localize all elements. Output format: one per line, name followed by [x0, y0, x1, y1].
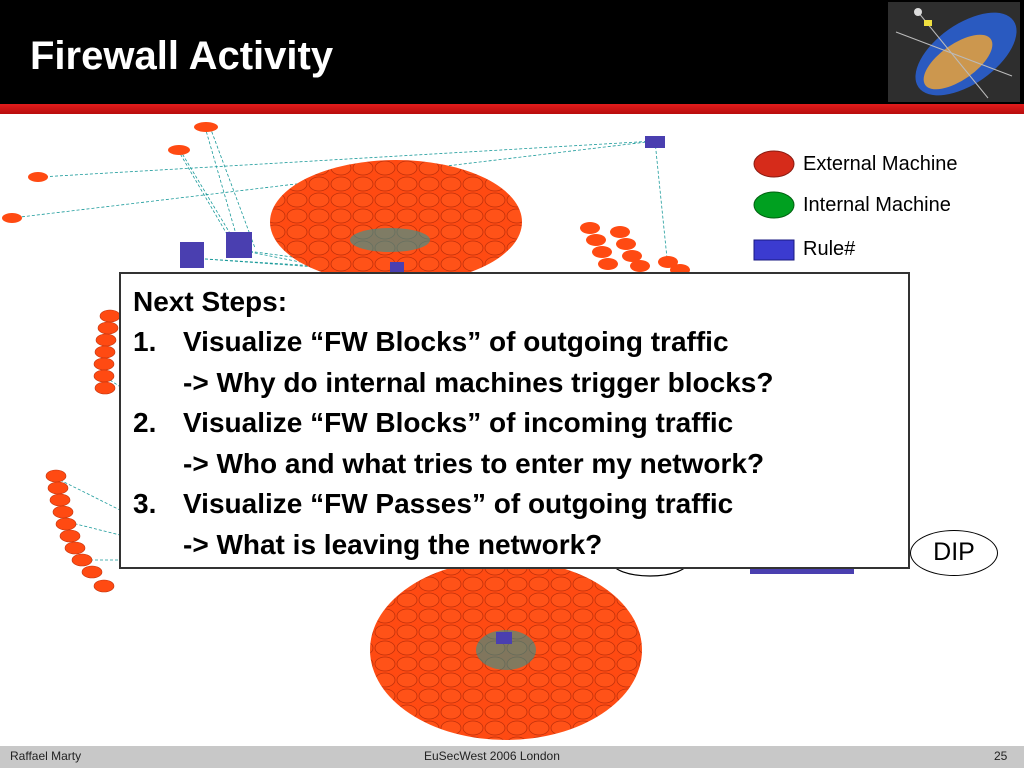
step-text: Visualize “FW Passes” of outgoing traffi… [183, 488, 734, 519]
legend-external-machine: External Machine [753, 150, 958, 178]
legend-rule: Rule# [753, 238, 855, 261]
external-nodes-left-arc [45, 309, 121, 593]
legend-label: Rule# [803, 238, 856, 260]
green-ellipse-icon [753, 191, 795, 219]
rule-nodes [180, 136, 854, 574]
page-number: 25 [994, 749, 1008, 763]
step-number: 2. [133, 407, 157, 438]
blue-rectangle-icon [753, 239, 795, 260]
legend-label: External Machine [803, 152, 958, 175]
satellite-logo [888, 2, 1020, 102]
legend-label: Internal Machine [803, 193, 951, 216]
slide-title: Firewall Activity [30, 34, 334, 78]
step-number: 1. [133, 326, 157, 357]
dip-node: DIP [910, 530, 998, 576]
header-bar [0, 0, 1024, 104]
external-nodes-scattered [2, 122, 690, 276]
next-steps-heading: Next Steps: [133, 286, 288, 317]
title-underline [0, 104, 1024, 114]
step-text: Visualize “FW Blocks” of incoming traffi… [183, 407, 734, 438]
next-steps-box: Next Steps: 1. Visualize “FW Blocks” of … [119, 272, 910, 569]
legend-internal-machine: Internal Machine [753, 191, 951, 219]
step-detail: -> Why do internal machines trigger bloc… [183, 367, 774, 398]
step-detail: -> What is leaving the network? [183, 529, 603, 560]
firewall-graph [2, 122, 854, 740]
step-detail: -> Who and what tries to enter my networ… [183, 448, 765, 479]
external-node-cluster-top [270, 160, 522, 284]
footer-author: Raffael Marty [10, 749, 82, 763]
footer-bar: Raffael Marty EuSecWest 2006 London 25 [0, 746, 1024, 768]
step-text: Visualize “FW Blocks” of outgoing traffi… [183, 326, 729, 357]
footer-event: EuSecWest 2006 London [424, 749, 560, 763]
external-node-cluster-bottom [370, 560, 642, 740]
step-number: 3. [133, 488, 157, 519]
red-ellipse-icon [753, 150, 795, 178]
